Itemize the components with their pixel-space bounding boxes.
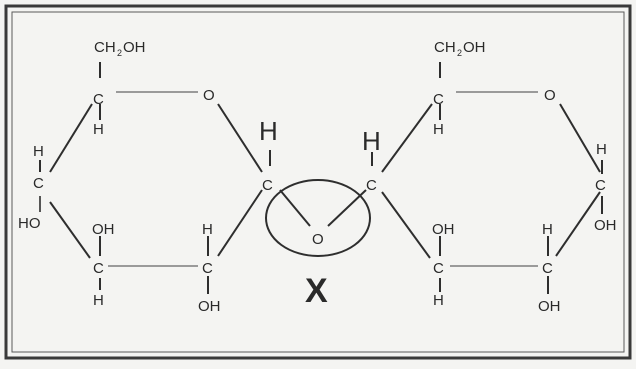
left-ring-bonds bbox=[39, 62, 271, 294]
right-ch2oh-sub: 2 bbox=[457, 48, 462, 58]
right-anomeric-c: C bbox=[366, 177, 377, 194]
left-ch2oh-sub: 2 bbox=[117, 48, 122, 58]
inner-frame bbox=[11, 11, 625, 353]
right-oh-mid: OH bbox=[432, 221, 455, 238]
right-c-bottom-left: C bbox=[433, 260, 444, 277]
right-c-bottom-right: C bbox=[542, 260, 553, 277]
glycosidic-bridge bbox=[265, 179, 371, 257]
right-c-right: C bbox=[595, 177, 606, 194]
bridge-oxygen: O bbox=[312, 231, 324, 248]
left-h-left: H bbox=[33, 143, 44, 160]
left-c-bottom-left: C bbox=[93, 260, 104, 277]
left-c1: C bbox=[93, 91, 104, 108]
right-ch2oh-oh: OH bbox=[463, 39, 486, 56]
right-c1: C bbox=[433, 91, 444, 108]
right-oh-right: OH bbox=[594, 217, 617, 234]
left-oh-mid: OH bbox=[92, 221, 115, 238]
right-h-bottom-left: H bbox=[433, 292, 444, 309]
left-ch2oh-ch: CH bbox=[94, 39, 116, 56]
left-h1: H bbox=[93, 121, 104, 138]
left-anomeric-c: C bbox=[262, 177, 273, 194]
right-h-right: H bbox=[596, 141, 607, 158]
right-ch2oh-ch: CH bbox=[434, 39, 456, 56]
left-ch2oh-oh: OH bbox=[123, 39, 146, 56]
left-ring-labels: CH 2 OH C H O H C H C HO OH C H H C OH bbox=[18, 39, 278, 315]
left-h-bottom-left: H bbox=[93, 292, 104, 309]
right-oh-bottom: OH bbox=[538, 298, 561, 315]
right-ring-oxygen: O bbox=[544, 87, 556, 104]
left-c-bottom-right: C bbox=[202, 260, 213, 277]
left-anomeric-h: H bbox=[259, 116, 278, 146]
left-c-left: C bbox=[33, 175, 44, 192]
right-anomeric-h: H bbox=[362, 126, 381, 156]
bridge-labels: O X bbox=[305, 231, 328, 310]
right-ring-labels: CH 2 OH C H O H C H C OH OH C H H C OH bbox=[362, 39, 617, 315]
left-ho: HO bbox=[18, 215, 41, 232]
left-h-mid-right: H bbox=[202, 221, 213, 238]
left-oh-bottom: OH bbox=[198, 298, 221, 315]
left-ring-oxygen: O bbox=[203, 87, 215, 104]
right-ring-bonds bbox=[371, 62, 603, 294]
right-h1: H bbox=[433, 121, 444, 138]
right-h-mid-right: H bbox=[542, 221, 553, 238]
outer-frame bbox=[4, 4, 632, 360]
bridge-label-x: X bbox=[305, 272, 328, 310]
